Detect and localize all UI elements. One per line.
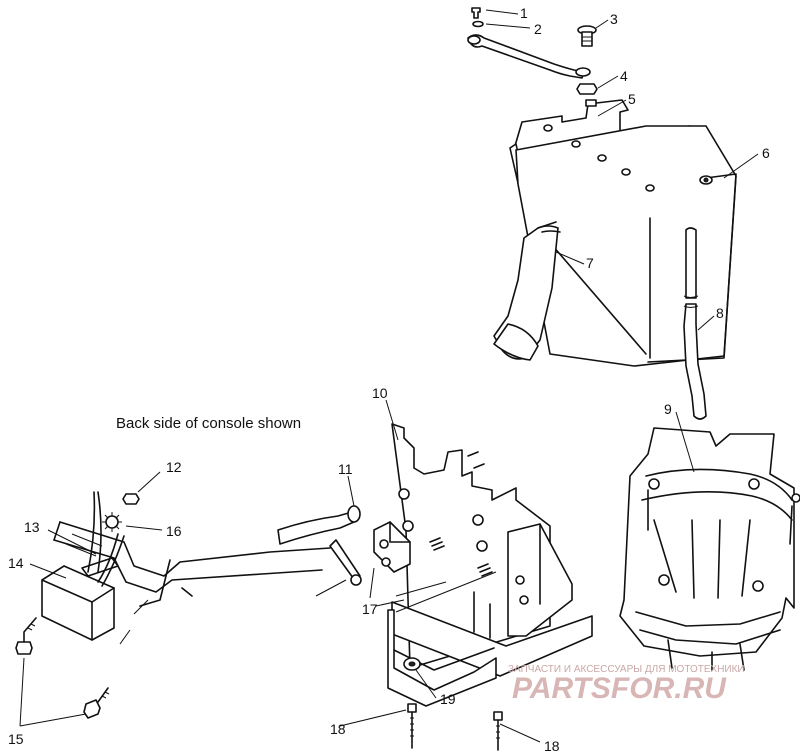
callout-13: 13 [24, 519, 40, 535]
part-star-washer-16 [102, 512, 122, 532]
callout-17: 17 [362, 601, 378, 617]
part-battery-cable [467, 34, 591, 79]
callout-10: 10 [372, 385, 388, 401]
part-battery-box-9 [619, 427, 800, 671]
watermark-brand: PARTSFOR.RU [512, 672, 727, 705]
callout-4: 4 [620, 68, 628, 84]
callout-labels: 1 2 3 4 5 6 7 8 9 10 11 12 13 14 15 16 1… [8, 5, 770, 754]
part-battery [509, 99, 737, 367]
callout-5: 5 [628, 91, 636, 107]
wire-lines-13 [65, 533, 103, 557]
part-washer-2 [472, 20, 484, 28]
battery-vent-caps [543, 124, 655, 192]
part-screw-1 [471, 7, 481, 19]
diagram-caption: Back side of console shown [116, 415, 301, 432]
callout-18-right: 18 [544, 738, 560, 754]
callout-1: 1 [520, 5, 528, 21]
leader-lines [19, 9, 759, 743]
part-relay-14 [41, 557, 119, 641]
watermark-tagline: ЗАПЧАСТИ И АКСЕССУАРЫ ДЛЯ МОТОТЕХНИКИ [508, 664, 745, 675]
part-nut-12 [122, 493, 140, 505]
callout-9: 9 [664, 401, 672, 417]
callout-6: 6 [762, 145, 770, 161]
callout-7: 7 [586, 255, 594, 271]
part-console-bracket [53, 521, 331, 607]
callout-14: 14 [8, 555, 24, 571]
callout-2: 2 [534, 21, 542, 37]
part-screw-18-left [407, 703, 417, 749]
callout-18-left: 18 [330, 721, 346, 737]
callout-16: 16 [166, 523, 182, 539]
part-solenoid-17 [373, 521, 411, 573]
callout-15: 15 [8, 731, 24, 747]
part-mounting-bracket-10 [387, 423, 593, 707]
part-screw-18-right [493, 711, 503, 751]
part-bolt-15-lower [83, 687, 110, 719]
part-ground-cable-11 [277, 505, 362, 586]
watermark: ЗАПЧАСТИ И АКСЕССУАРЫ ДЛЯ МОТОТЕХНИКИ PA… [508, 664, 745, 705]
callout-12: 12 [166, 459, 182, 475]
callout-3: 3 [610, 11, 618, 27]
callout-8: 8 [716, 305, 724, 321]
callout-11: 11 [338, 461, 353, 477]
part-nut-19 [403, 657, 421, 671]
part-bolt-15-upper [15, 617, 37, 655]
part-vent-tube-8 [683, 227, 707, 420]
part-battery-strap-7 [493, 221, 561, 361]
part-nut-4 [576, 83, 598, 95]
part-bolt-3 [577, 25, 597, 47]
relay-wires [87, 491, 125, 587]
callout-19: 19 [440, 691, 456, 707]
